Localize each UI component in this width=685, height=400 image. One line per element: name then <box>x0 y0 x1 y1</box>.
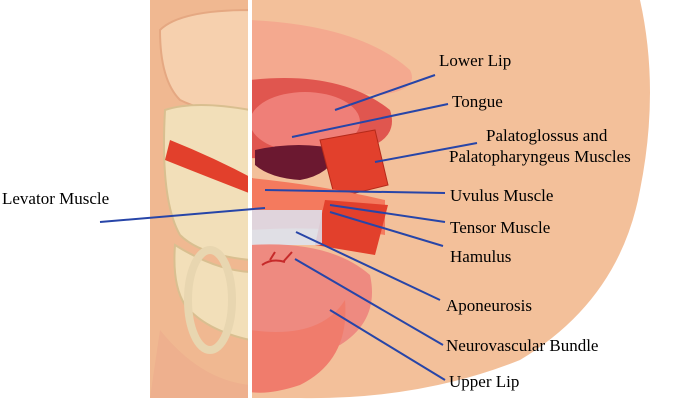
levator-muscle-shape <box>165 140 265 198</box>
lower-lip-shape <box>250 20 412 95</box>
leader-tensor <box>329 204 446 223</box>
label-tongue: Tongue <box>452 92 503 111</box>
pharynx-dark <box>255 145 340 180</box>
upper-lip-shape <box>250 300 346 393</box>
leader-hamulus <box>329 211 444 247</box>
label-uvulus: Uvulus Muscle <box>450 186 554 205</box>
right-tissue-half <box>165 20 412 393</box>
leader-upper-lip <box>329 309 446 381</box>
leader-palatoglossus <box>374 142 478 163</box>
leader-lower-lip <box>334 74 436 111</box>
tooth-row <box>184 246 236 354</box>
label-neurovascular: Neurovascular Bundle <box>446 336 599 355</box>
label-tensor: Tensor Muscle <box>450 218 551 237</box>
center-divider <box>248 0 252 400</box>
lower-gum <box>150 330 250 398</box>
label-hamulus: Hamulus <box>450 247 512 266</box>
label-palatoglossus-2: Palatopharyngeus Muscles <box>449 147 631 166</box>
label-aponeurosis: Aponeurosis <box>446 296 532 315</box>
left-bone-half <box>150 8 251 398</box>
leader-aponeurosis <box>295 231 441 301</box>
tongue-shape <box>250 92 360 152</box>
leader-tongue <box>291 103 449 138</box>
palatoglossus-muscle <box>319 129 389 199</box>
neurovascular-bundle <box>261 251 293 266</box>
label-upper-lip: Upper Lip <box>449 372 520 391</box>
leader-neurovascular <box>294 258 444 346</box>
label-palatoglossus-1: Palatoglossus and <box>486 126 608 145</box>
leader-levator <box>99 207 266 223</box>
label-lower-lip: Lower Lip <box>439 51 512 70</box>
leader-lines <box>99 74 478 381</box>
label-levator: Levator Muscle <box>2 189 110 208</box>
leader-uvulus <box>264 189 446 194</box>
